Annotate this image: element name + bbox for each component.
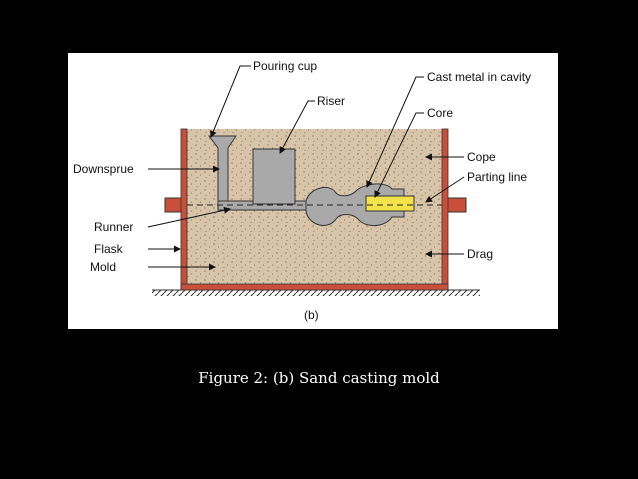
label-runner: Runner — [94, 220, 133, 234]
core — [365, 195, 415, 212]
label-core: Core — [427, 106, 453, 120]
label-cope: Cope — [467, 150, 496, 164]
sand-casting-diagram: Pouring cup Riser Cast metal in cavity C… — [68, 53, 558, 329]
label-pouring-cup: Pouring cup — [253, 59, 317, 73]
label-flask: Flask — [94, 242, 124, 256]
label-drag: Drag — [467, 247, 493, 261]
flask-right-wall — [441, 128, 449, 291]
label-downsprue: Downsprue — [73, 162, 134, 176]
riser — [252, 148, 296, 205]
label-parting-line: Parting line — [467, 170, 527, 184]
panel-label: (b) — [304, 308, 319, 322]
flask-bottom — [180, 283, 449, 291]
figure-caption: Figure 2: (b) Sand casting mold — [198, 369, 440, 387]
label-cast-metal: Cast metal in cavity — [427, 70, 531, 84]
label-mold: Mold — [90, 260, 116, 274]
ground — [152, 290, 480, 296]
label-riser: Riser — [317, 94, 345, 108]
flask-left-wall — [180, 128, 188, 291]
